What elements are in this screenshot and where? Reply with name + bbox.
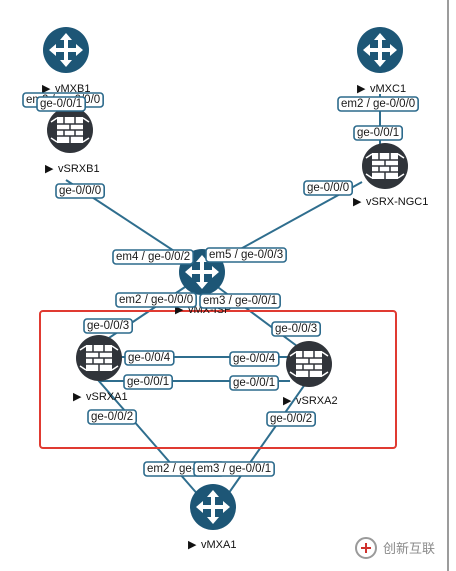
link-vsrxa2-vmxa1 xyxy=(225,379,309,498)
iface-label-a2-bottom: ge-0/0/2 xyxy=(266,411,317,427)
svg-text:ge-0/0/1: ge-0/0/1 xyxy=(40,98,82,110)
node-vsrxa2[interactable]: ▶ vSRXA2 xyxy=(283,340,338,407)
iface-label-vsrxb1-up: ge-0/0/1 xyxy=(36,96,87,112)
label-box xyxy=(115,292,197,308)
node-label: vSRXB1 xyxy=(58,163,100,175)
svg-text:ge-0/0/1: ge-0/0/1 xyxy=(127,376,169,388)
iface-label-vmxc1: em2 / ge-0/0/0 xyxy=(337,96,419,112)
svg-text:ge-0/0/3: ge-0/0/3 xyxy=(275,323,317,335)
svg-text:ge-0/0/0: ge-0/0/0 xyxy=(307,182,349,194)
watermark-text: 创新互联 xyxy=(383,541,435,557)
highlight-box xyxy=(39,310,397,449)
node-label: vSRX-NGC1 xyxy=(366,196,428,208)
node-label: vMXB1 xyxy=(55,83,90,95)
label-box xyxy=(266,411,317,427)
node-label: vMXA1 xyxy=(201,539,236,551)
label-box xyxy=(83,318,134,334)
watermark-cross-icon xyxy=(361,543,371,553)
iface-label-isp-right: em5 / ge-0/0/3 xyxy=(205,247,287,263)
iface-label-isp-bl: em2 / ge-0/0/0 xyxy=(115,292,197,308)
svg-text:ge-0/0/1: ge-0/0/1 xyxy=(233,377,275,389)
node-arrow-icon: ▶ xyxy=(353,196,362,208)
label-box xyxy=(337,96,419,112)
node-label: vSRXA2 xyxy=(296,395,338,407)
watermark-logo: 创新互联 xyxy=(355,537,435,559)
interface-labels: em2 / ge-0/0/0 ge-0/0/1 em2 / ge-0/0/0 g… xyxy=(22,92,419,477)
node-vmxc1[interactable]: ▶ vMXC1 xyxy=(357,27,406,95)
svg-text:ge-0/0/3: ge-0/0/3 xyxy=(87,320,129,332)
svg-text:em2 / ge-0/0/0: em2 / ge-0/0/0 xyxy=(341,98,415,110)
label-box xyxy=(271,321,322,337)
iface-label-a2-ge4: ge-0/0/4 xyxy=(229,351,280,367)
svg-text:em5 / ge-0/0/3: em5 / ge-0/0/3 xyxy=(209,249,283,261)
firewall-icon xyxy=(361,142,409,190)
label-box xyxy=(303,180,354,196)
node-arrow-icon: ▶ xyxy=(357,83,366,95)
label-box xyxy=(123,374,174,390)
svg-text:ge-0/0/4: ge-0/0/4 xyxy=(128,352,171,364)
iface-label-a1-bottom: ge-0/0/2 xyxy=(87,409,138,425)
node-arrow-icon: ▶ xyxy=(175,304,184,316)
iface-label-ngc1-up: ge-0/0/1 xyxy=(353,125,404,141)
iface-label-a2-top: ge-0/0/3 xyxy=(271,321,322,337)
svg-text:ge-0/0/1: ge-0/0/1 xyxy=(357,127,399,139)
node-vsrx-ngc1[interactable]: ▶ vSRX-NGC1 xyxy=(353,142,428,208)
iface-label-vsrxb1-down: ge-0/0/0 xyxy=(55,183,106,199)
iface-label-ngc1-down: ge-0/0/0 xyxy=(303,180,354,196)
label-box xyxy=(205,247,287,263)
node-arrow-icon: ▶ xyxy=(45,163,54,175)
label-box xyxy=(229,351,280,367)
node-vmxa1[interactable]: ▶ vMXA1 xyxy=(188,484,236,551)
node-arrow-icon: ▶ xyxy=(283,395,292,407)
node-vmxb1[interactable]: ▶ vMXB1 xyxy=(42,27,90,95)
label-box xyxy=(353,125,404,141)
iface-label-a1-ge1: ge-0/0/1 xyxy=(123,374,174,390)
node-vsrxa1[interactable]: ▶ vSRXA1 xyxy=(73,334,128,403)
firewall-icon xyxy=(75,334,123,382)
label-box xyxy=(112,249,194,265)
svg-text:em3 / ge-0/0/1: em3 / ge-0/0/1 xyxy=(203,295,277,307)
node-label: vSRXA1 xyxy=(86,391,128,403)
node-label: vMXC1 xyxy=(370,83,406,95)
node-arrow-icon: ▶ xyxy=(42,83,51,95)
svg-text:ge-0/0/0: ge-0/0/0 xyxy=(59,185,101,197)
iface-label-a1-ge4: ge-0/0/4 xyxy=(124,350,175,366)
node-arrow-icon: ▶ xyxy=(73,391,82,403)
label-box xyxy=(124,350,175,366)
iface-label-a1-top: ge-0/0/3 xyxy=(83,318,134,334)
iface-label-mxa1-right: em3 / ge-0/0/1 xyxy=(193,461,275,477)
router-icon xyxy=(357,27,403,73)
svg-text:em4 / ge-0/0/2: em4 / ge-0/0/2 xyxy=(116,251,190,263)
link-vsrxa1-vmxa1 xyxy=(97,379,201,498)
node-arrow-icon: ▶ xyxy=(188,539,197,551)
svg-text:em2 / ge-0/0/0: em2 / ge-0/0/0 xyxy=(119,294,193,306)
router-icon xyxy=(43,27,89,73)
firewall-icon xyxy=(46,106,94,154)
svg-text:ge-0/0/2: ge-0/0/2 xyxy=(91,411,133,423)
iface-label-isp-br: em3 / ge-0/0/1 xyxy=(199,293,281,309)
router-icon xyxy=(190,484,236,530)
iface-label-a2-ge1: ge-0/0/1 xyxy=(229,375,280,391)
label-box xyxy=(199,293,281,309)
label-box xyxy=(36,96,87,112)
label-box xyxy=(229,375,280,391)
watermark-logo-icon xyxy=(355,537,377,559)
firewall-icon xyxy=(285,340,333,388)
svg-text:ge-0/0/2: ge-0/0/2 xyxy=(270,413,312,425)
svg-text:ge-0/0/4: ge-0/0/4 xyxy=(233,353,276,365)
node-vsrxb1[interactable]: ▶ vSRXB1 xyxy=(45,106,100,175)
svg-text:em3 / ge-0/0/1: em3 / ge-0/0/1 xyxy=(197,463,271,475)
label-box xyxy=(193,461,275,477)
iface-label-isp-left: em4 / ge-0/0/2 xyxy=(112,249,194,265)
label-box xyxy=(55,183,106,199)
label-box xyxy=(87,409,138,425)
